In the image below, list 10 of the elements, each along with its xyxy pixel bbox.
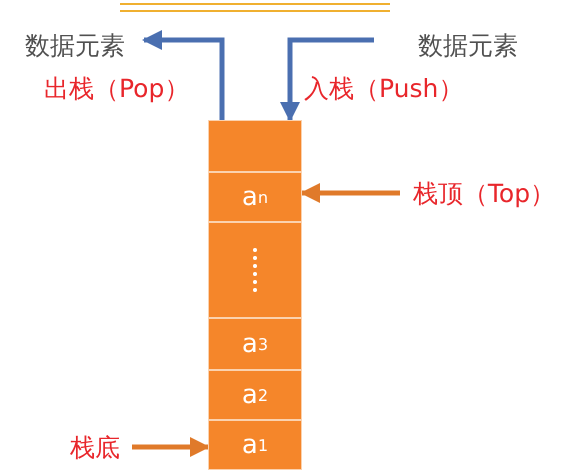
data-element-label: 数据元素 — [398, 26, 538, 64]
stack-bottom-label: 栈底 — [62, 428, 128, 466]
stack-cell — [208, 120, 302, 172]
stack-top-label: 栈顶（Top） — [404, 174, 564, 212]
arrow — [132, 437, 210, 457]
arrow — [280, 38, 374, 122]
data-element-label: 数据元素 — [10, 26, 140, 64]
stack-cell — [208, 222, 302, 318]
arrow — [300, 183, 400, 203]
arrow — [142, 30, 224, 120]
